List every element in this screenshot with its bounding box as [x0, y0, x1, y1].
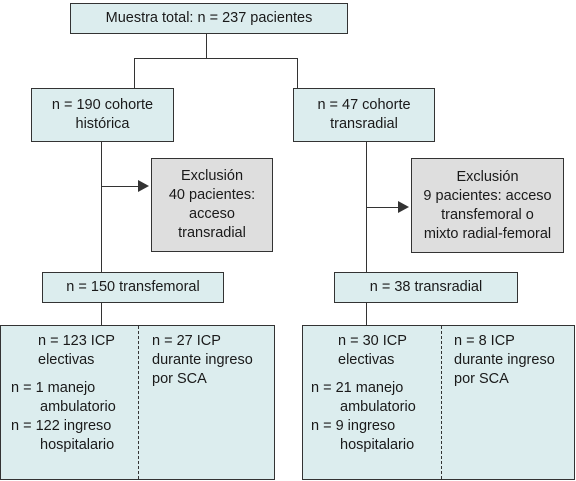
historical-hospitalario-line-2: hospitalario — [40, 437, 115, 453]
radial-group-label: n = 38 transradial — [369, 279, 483, 295]
connector-radial-exclusion — [366, 207, 398, 208]
historical-detail-divider — [138, 326, 139, 479]
radial-electivas-title-1: n = 30 ICP — [338, 333, 407, 349]
radial-exclusion-line-2: transfemoral o — [441, 206, 534, 223]
radial-cohort-box: n = 47 cohorte transradial — [293, 88, 435, 142]
total-sample-box: Muestra total: n = 237 pacientes — [70, 3, 348, 34]
historical-hospitalario-line-1: n = 122 ingreso — [11, 418, 112, 434]
radial-exclusion-box: Exclusión 9 pacientes: acceso transfemor… — [411, 158, 564, 253]
radial-exclusion-line-3: mixto radial-femoral — [423, 225, 552, 242]
radial-electivas-column: n = 30 ICP electivas n = 21 manejo ambul… — [303, 326, 441, 479]
radial-ingreso-line-2: durante ingreso — [454, 352, 555, 368]
radial-exclusion-title: Exclusión — [456, 168, 519, 185]
historical-cohort-box: n = 190 cohorte histórica — [31, 88, 174, 142]
connector-right-down — [297, 58, 298, 88]
historical-electivas-title-1: n = 123 ICP — [38, 333, 115, 349]
radial-ingreso-line-1: n = 8 ICP — [454, 333, 515, 349]
historical-exclusion-line-3: transradial — [178, 225, 246, 241]
connector-left-down — [134, 58, 135, 88]
historical-cohort-line-2: histórica — [75, 116, 130, 132]
connector-top-down — [206, 33, 207, 58]
historical-detail-box: n = 123 ICP electivas n = 1 manejo ambul… — [0, 325, 275, 480]
historical-electivas-column: n = 123 ICP electivas n = 1 manejo ambul… — [1, 326, 138, 479]
historical-exclusion-line-2: acceso — [189, 206, 235, 222]
connector-historical-group — [101, 303, 102, 325]
radial-hospitalario-line-1: n = 9 ingreso — [311, 418, 396, 434]
historical-ambulatorio-line-2: ambulatorio — [40, 399, 116, 415]
radial-group-box: n = 38 transradial — [334, 272, 518, 303]
radial-detail-divider — [441, 326, 442, 479]
radial-electivas-title-2: electivas — [338, 352, 395, 368]
connector-historical-exclusion — [101, 186, 138, 187]
radial-ingreso-line-3: por SCA — [454, 371, 509, 387]
historical-ingreso-line-3: por SCA — [152, 371, 207, 387]
historical-exclusion-line-1: 40 pacientes: — [168, 187, 256, 203]
historical-ingreso-line-1: n = 27 ICP — [152, 333, 221, 349]
arrow-historical-exclusion — [138, 180, 149, 192]
historical-group-label: n = 150 transfemoral — [66, 279, 200, 295]
total-sample-label: Muestra total: n = 237 pacientes — [105, 10, 313, 26]
historical-electivas-title-2: electivas — [38, 352, 95, 368]
radial-ingreso-column: n = 8 ICP durante ingreso por SCA — [442, 326, 576, 479]
radial-ambulatorio-line-2: ambulatorio — [340, 399, 416, 415]
historical-exclusion-title: Exclusión — [180, 168, 244, 184]
connector-historical-spine — [101, 142, 102, 272]
historical-ambulatorio-line-1: n = 1 manejo — [11, 380, 96, 396]
radial-cohort-line-1: n = 47 cohorte — [317, 97, 411, 113]
radial-exclusion-line-1: 9 pacientes: acceso — [423, 187, 552, 204]
connector-radial-group — [366, 303, 367, 325]
historical-ingreso-line-2: durante ingreso — [152, 352, 253, 368]
historical-exclusion-box: Exclusión 40 pacientes: acceso transradi… — [151, 158, 273, 252]
historical-cohort-line-1: n = 190 cohorte — [51, 97, 154, 113]
historical-group-box: n = 150 transfemoral — [42, 272, 224, 303]
radial-ambulatorio-line-1: n = 21 manejo — [311, 380, 404, 396]
arrow-radial-exclusion — [398, 201, 409, 213]
historical-ingreso-column: n = 27 ICP durante ingreso por SCA — [139, 326, 276, 479]
radial-hospitalario-line-2: hospitalario — [340, 437, 415, 453]
radial-detail-box: n = 30 ICP electivas n = 21 manejo ambul… — [302, 325, 575, 480]
connector-split — [134, 58, 298, 59]
radial-cohort-line-2: transradial — [330, 116, 398, 132]
